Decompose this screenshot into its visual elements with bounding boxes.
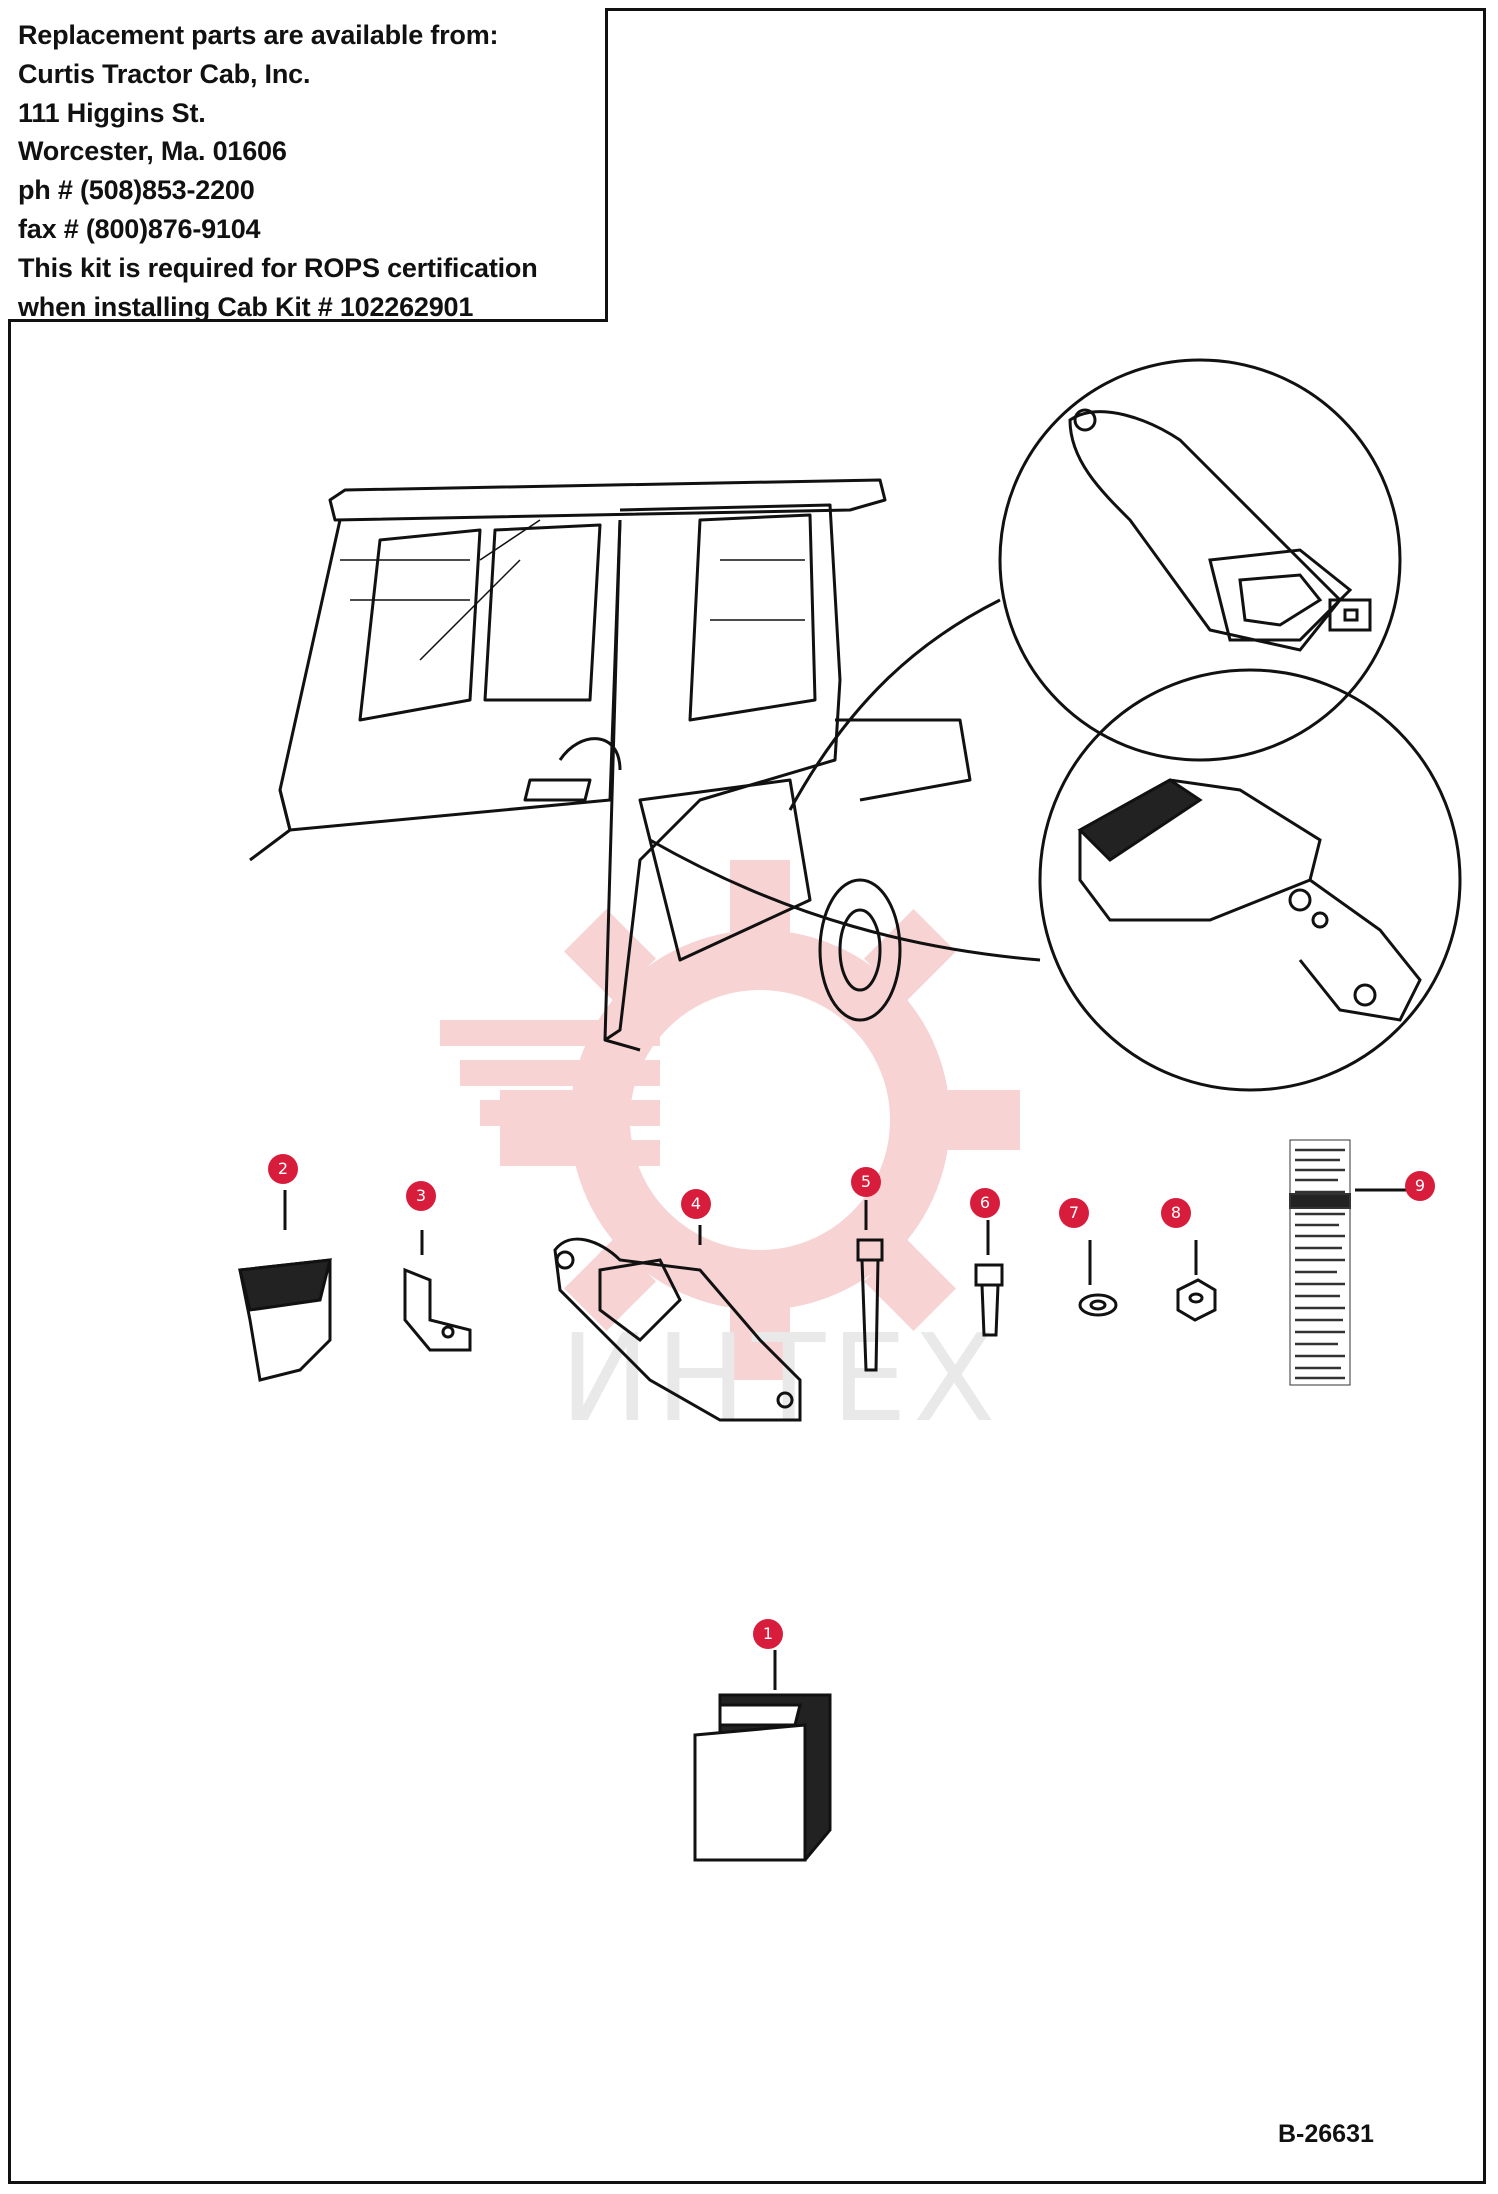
detail-pointer-arrow-bottom — [649, 838, 1041, 962]
seat-belt-latch-detail-bottom — [1038, 668, 1462, 1092]
callout-9: 9 — [1405, 1171, 1435, 1201]
drawing-sheet-border — [8, 8, 1486, 2184]
info-line-8: when installing Cab Kit # 102262901 — [18, 291, 474, 322]
tractor-cab-illustration — [249, 478, 972, 1052]
info-line-5: ph # (508)853-2200 — [18, 175, 255, 206]
part-9-decal-label — [1289, 1139, 1351, 1386]
info-line-1: Replacement parts are available from: — [18, 20, 499, 50]
watermark-gear-logo — [440, 860, 1020, 1380]
callout-3: 3 — [406, 1181, 436, 1211]
part-5-long-bolt — [856, 1238, 884, 1372]
callout-8: 8 — [1161, 1198, 1191, 1228]
part-6-short-bolt — [974, 1263, 1004, 1337]
part-2-seat-belt-buckle — [238, 1258, 332, 1382]
detail-pointer-arrow-top — [788, 598, 1001, 811]
part-4-seat-belt-latch — [553, 1237, 802, 1422]
callout-1: 1 — [753, 1619, 783, 1649]
callout-4: 4 — [681, 1189, 711, 1219]
callout-5: 5 — [851, 1167, 881, 1197]
info-line-2: Curtis Tractor Cab, Inc. — [18, 58, 311, 89]
info-line-3: 111 Higgins St. — [18, 97, 206, 128]
part-8-nut — [1176, 1278, 1217, 1322]
diagram-code: B-26631 — [1278, 2120, 1374, 2148]
seat-belt-buckle-detail-top — [998, 358, 1402, 762]
part-1-kit-box — [693, 1693, 832, 1862]
callout-7: 7 — [1059, 1198, 1089, 1228]
info-line-7: This kit is required for ROPS certificat… — [18, 252, 538, 283]
supplier-info-box: Replacement parts are available from: Cu… — [8, 8, 608, 322]
info-line-4: Worcester, Ma. 01606 — [18, 136, 287, 167]
callout-6: 6 — [970, 1188, 1000, 1218]
callout-2: 2 — [268, 1154, 298, 1184]
callout-leader-lines — [283, 1188, 1415, 1690]
part-7-lock-washer — [1078, 1293, 1118, 1317]
info-line-6: fax # (800)876-9104 — [18, 213, 261, 244]
part-3-mounting-bracket — [403, 1267, 472, 1352]
